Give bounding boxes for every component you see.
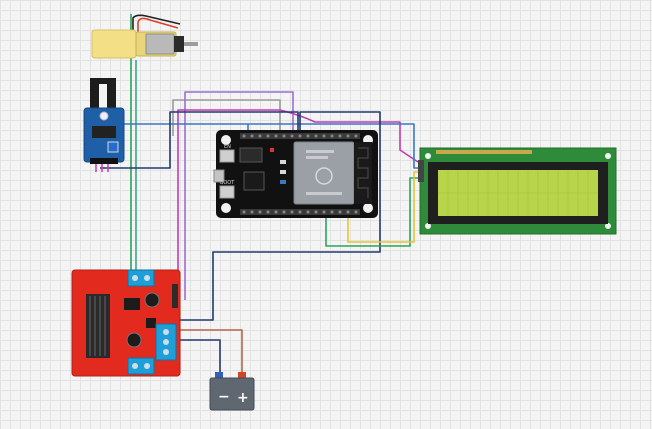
- esp32-pins: [242, 134, 358, 214]
- l298n-motor-driver[interactable]: [71, 269, 181, 377]
- driver-terminal-bottom-screw-1: [132, 363, 138, 369]
- lcd-char-grid: [438, 170, 598, 216]
- esp32-antenna: [354, 142, 372, 204]
- wire-navy-a: [100, 111, 299, 169]
- sensor-chip: [92, 126, 116, 138]
- esp32-hole-tl: [221, 135, 231, 145]
- wire-motor-black: [132, 14, 181, 30]
- esp32-en-button[interactable]: [219, 149, 235, 163]
- driver-terminal-top[interactable]: [127, 269, 155, 287]
- esp32-hole-br: [363, 203, 373, 213]
- sensor-slot: [99, 84, 107, 108]
- battery-terminal-pos: [238, 372, 246, 378]
- sensor-header: [90, 158, 118, 164]
- motor-gearbox: [91, 29, 137, 59]
- esp32-logo: [315, 167, 333, 185]
- wire-magenta: [177, 109, 419, 292]
- esp32-antenna-trace: [357, 147, 369, 198]
- lcd-hole-tl: [425, 153, 431, 159]
- driver-terminal-top-screw-1: [132, 275, 138, 281]
- driver-capacitor-2: [126, 332, 142, 348]
- esp32-comp-b: [280, 170, 286, 174]
- esp32-hole-bl: [221, 203, 231, 213]
- motor-can: [145, 33, 175, 55]
- wire-gray: [172, 99, 281, 136]
- driver-heatsink-fins: [89, 296, 106, 356]
- lcd-hole-br: [605, 223, 611, 229]
- lcd-16x2-display[interactable]: [418, 147, 617, 235]
- esp32-comp-c: [280, 180, 286, 184]
- speed-sensor-module[interactable]: [83, 78, 125, 172]
- lcd-hole-tr: [605, 153, 611, 159]
- wire-yellow-lcd: [347, 171, 420, 243]
- battery-minus-label: −: [218, 389, 230, 405]
- sensor-mount-hole: [99, 111, 109, 121]
- driver-input-header: [172, 284, 178, 308]
- esp32-module-text-1: [306, 150, 334, 153]
- driver-terminal-power-screw-3: [163, 349, 169, 355]
- driver-terminal-power-screw-1: [163, 329, 169, 335]
- battery-plus-label: +: [237, 390, 249, 406]
- esp32-boot-button[interactable]: [219, 185, 235, 199]
- dc-gear-motor[interactable]: [91, 29, 198, 59]
- wire-motor-red: [137, 17, 179, 32]
- esp32-comp-a: [280, 160, 286, 164]
- driver-terminal-bottom[interactable]: [127, 357, 155, 375]
- esp32-devkit-board[interactable]: EN BOOT: [213, 130, 378, 218]
- esp32-module-text-2: [306, 156, 328, 159]
- driver-terminal-bottom-screw-2: [144, 363, 150, 369]
- sensor-pot: [107, 141, 119, 153]
- battery-body: [209, 377, 255, 411]
- esp32-en-label: EN: [224, 144, 231, 150]
- driver-chip: [146, 318, 156, 328]
- battery-pack[interactable]: − +: [209, 372, 255, 411]
- esp32-regulator: [239, 147, 263, 163]
- driver-terminal-top-screw-2: [144, 275, 150, 281]
- lcd-header: [436, 150, 532, 154]
- lcd-i2c-pins: [418, 160, 424, 182]
- driver-regulator: [124, 298, 140, 310]
- esp32-led: [270, 148, 274, 152]
- esp32-usb-chip: [243, 171, 265, 191]
- battery-terminal-neg: [215, 372, 223, 378]
- driver-capacitor-1: [144, 292, 160, 308]
- motor-shaft: [184, 42, 198, 46]
- wire-battery-red: [178, 329, 243, 372]
- esp32-usb-port: [213, 169, 225, 183]
- motor-endcap: [174, 36, 184, 52]
- driver-terminal-power-screw-2: [163, 339, 169, 345]
- esp32-boot-label: BOOT: [220, 180, 235, 186]
- wire-battery-black: [178, 339, 221, 372]
- wires: [100, 14, 420, 372]
- lcd-hole-bl: [425, 223, 431, 229]
- esp32-module-text-3: [306, 192, 342, 195]
- sensor-pin-wires: [95, 164, 109, 172]
- wire-navy-b: [180, 111, 381, 321]
